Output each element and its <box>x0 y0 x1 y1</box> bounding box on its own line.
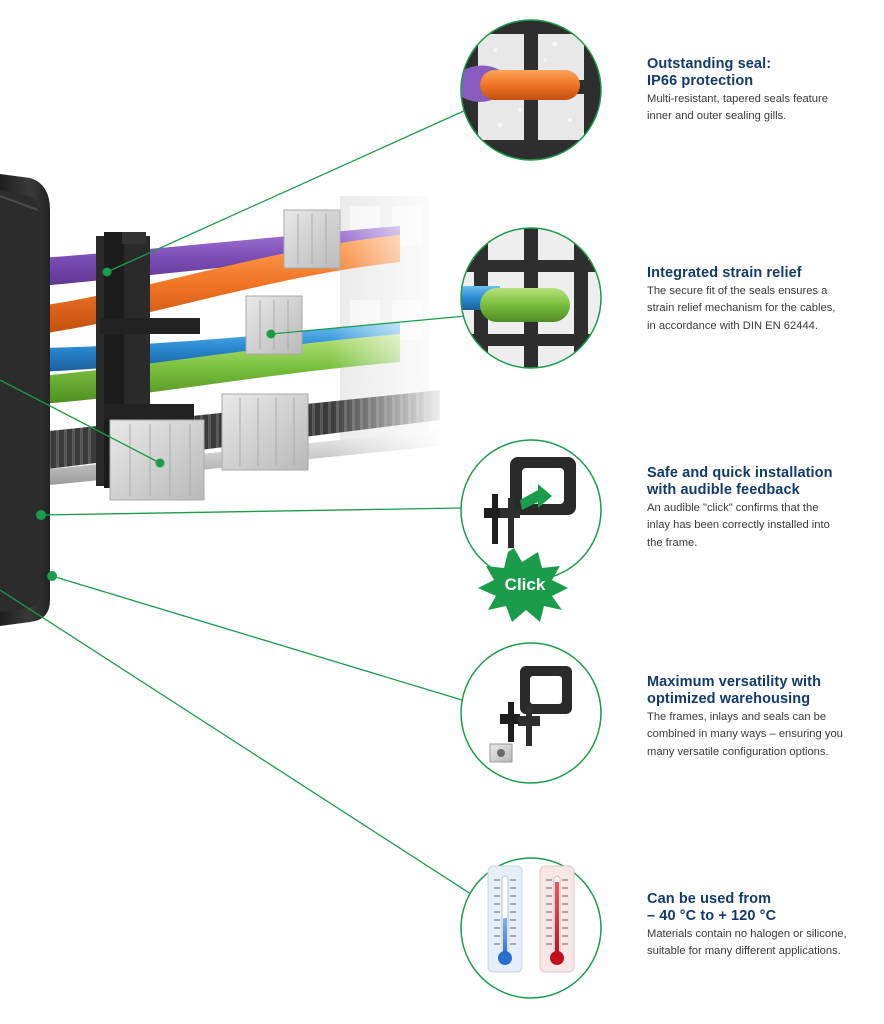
feature-desc-line: strain relief mechanism for the cables, <box>647 302 836 315</box>
cold-thermometer-icon <box>487 865 523 973</box>
feature-desc-line: inner and outer sealing gills. <box>647 110 787 123</box>
feature-title-line: Can be used from <box>647 891 772 907</box>
feature-title-line: Safe and quick installation <box>647 465 833 481</box>
feature-title: Outstanding seal: IP66 protection <box>647 56 877 90</box>
feature-desc-line: An audible "click" confirms that the <box>647 502 819 514</box>
feature-title-line: Outstanding seal: <box>647 56 772 72</box>
seal-block <box>221 393 309 471</box>
modular-parts-icon <box>460 642 602 784</box>
feature-title: Safe and quick installation with audible… <box>647 465 877 499</box>
feature-title-line: IP66 protection <box>647 73 754 89</box>
click-burst-icon <box>478 548 568 622</box>
feature-desc-line: The secure fit of the seals ensures a <box>647 285 828 297</box>
feature-title-line: – 40 °C to + 120 °C <box>647 908 777 924</box>
feature-title-line: optimized warehousing <box>647 691 811 707</box>
feature-title: Maximum versatility with optimized wareh… <box>647 674 877 708</box>
feature-description: An audible "click" confirms that the inl… <box>647 500 877 552</box>
feature-desc-line: in accordance with DIN EN 62444. <box>647 319 819 332</box>
callout-lines <box>0 109 475 897</box>
feature-temperature: Can be used from – 40 °C to + 120 °C Mat… <box>647 891 877 961</box>
feature-description: Materials contain no halogen or silicone… <box>647 926 877 961</box>
hot-thermometer-icon <box>539 865 575 973</box>
feature-desc-line: Multi-resistant, tapered seals feature <box>647 93 828 105</box>
thermometers-icon <box>460 857 602 999</box>
feature-title-line: Maximum versatility with <box>647 674 822 690</box>
feature-description: The frames, inlays and seals can be comb… <box>647 709 877 761</box>
callout-dots <box>36 267 276 581</box>
click-installation-icon <box>460 439 602 581</box>
feature-desc-line: inlay has been correctly installed into <box>647 519 830 532</box>
feature-desc-line: the frame. <box>647 536 698 549</box>
feature-title-line: with audible feedback <box>647 482 800 498</box>
feature-desc-line: Materials contain no halogen or silicone… <box>647 928 847 940</box>
seal-closeup-icon <box>460 19 602 161</box>
feature-description: Multi-resistant, tapered seals feature i… <box>647 91 877 126</box>
feature-title-line: Integrated strain relief <box>647 265 802 281</box>
click-badge-text: Click <box>505 575 546 594</box>
feature-desc-line: combined in many ways – ensuring you <box>647 728 843 741</box>
feature-desc-line: The frames, inlays and seals can be <box>647 711 827 723</box>
feature-description: The secure fit of the seals ensures a st… <box>647 283 877 335</box>
feature-desc-line: suitable for many different applications… <box>647 945 841 958</box>
feature-seal: Outstanding seal: IP66 protection Multi-… <box>647 56 877 126</box>
feature-desc-line: many versatile configuration options. <box>647 745 829 758</box>
feature-title: Integrated strain relief <box>647 265 877 282</box>
feature-installation: Safe and quick installation with audible… <box>647 465 877 552</box>
strain-relief-closeup-icon <box>460 227 602 369</box>
feature-strain-relief: Integrated strain relief The secure fit … <box>647 265 877 335</box>
cable-entry-product <box>0 174 450 626</box>
enclosure-frame <box>0 174 50 626</box>
feature-versatility: Maximum versatility with optimized wareh… <box>647 674 877 761</box>
seal-block <box>245 295 303 355</box>
feature-title: Can be used from – 40 °C to + 120 °C <box>647 891 877 925</box>
